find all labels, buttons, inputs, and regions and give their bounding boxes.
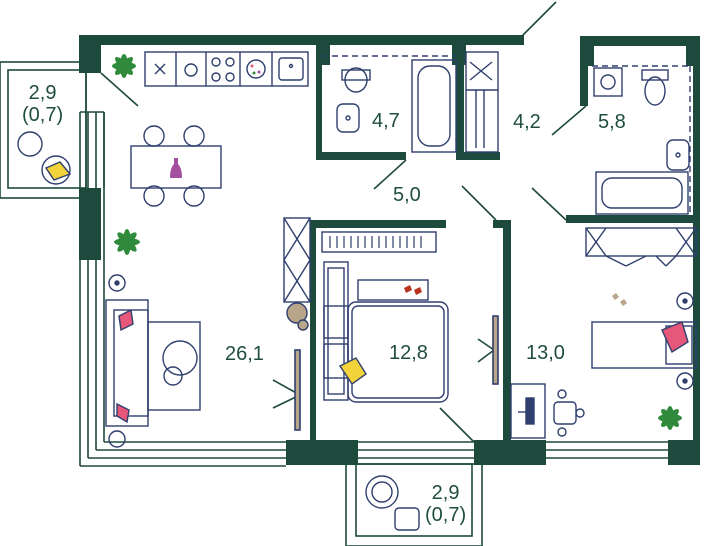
chair-icon (553, 389, 585, 437)
storage-closet (465, 51, 499, 153)
bathroom-small (322, 55, 457, 153)
sink-icon (593, 67, 623, 97)
dining-table (130, 125, 222, 207)
balcony-bottom-area: 2,9 (0,7) (425, 482, 466, 526)
stove-icon (211, 57, 235, 82)
toilet-icon (341, 67, 371, 93)
second-bedroom-area: 13,0 (526, 342, 565, 364)
bathtub-icon (411, 59, 457, 153)
sink-icon (278, 57, 304, 81)
bathtub-icon (595, 171, 689, 215)
walls (79, 35, 700, 465)
sink-icon (666, 139, 690, 171)
bed-icon (323, 261, 449, 403)
door-lines (100, 1, 587, 443)
bedroom-area: 12,8 (389, 342, 428, 364)
window-lines (0, 37, 686, 546)
balcony-furniture (365, 475, 420, 531)
balcony-left-area-value: 2,9 (28, 82, 57, 104)
bathroom-small-area: 4,7 (372, 110, 400, 132)
living-kitchen-area: 26,1 (225, 343, 264, 365)
sink-icon (336, 103, 360, 133)
toilet-icon (641, 69, 669, 106)
bathroom-large (592, 65, 692, 215)
storage-area: 4,2 (513, 111, 541, 133)
tv-stand (108, 274, 126, 448)
chair-icon (365, 475, 399, 509)
kitchen-counter (144, 51, 309, 87)
bathroom-large-area: 5,8 (598, 111, 626, 133)
second-bedroom-furniture (510, 227, 697, 439)
balcony-left-area: 2,9 (0,7) (22, 82, 63, 126)
balcony-bottom-area-reduced: (0,7) (425, 504, 467, 526)
desk-icon (510, 383, 546, 439)
balcony-bottom-area-value: 2,9 (431, 482, 460, 504)
hallway-area: 5,0 (393, 184, 421, 206)
sofa-icon (105, 299, 201, 427)
balcony-left-area-reduced: (0,7) (22, 104, 64, 126)
plant-icon (112, 54, 682, 430)
bed-icon (591, 321, 697, 369)
chair-icon (17, 131, 72, 185)
wardrobe (283, 217, 311, 331)
chair-icon (143, 125, 165, 147)
bedroom-furniture (321, 231, 449, 403)
